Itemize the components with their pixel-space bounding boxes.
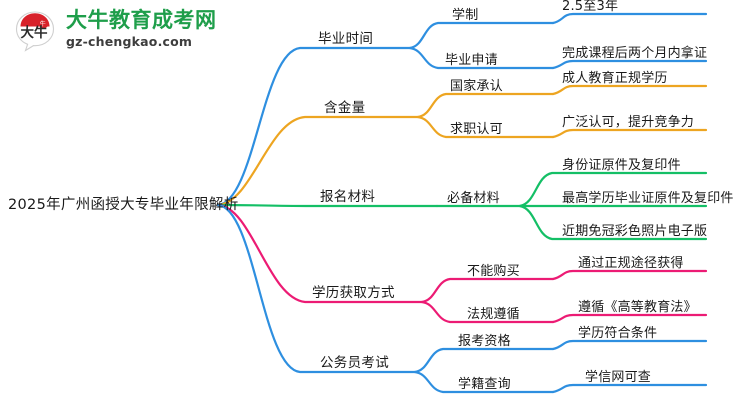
leaf-node-学制-1[interactable]: 2.5至3年 (562, 0, 619, 14)
child-node-学制[interactable]: 学制 (452, 8, 479, 23)
svg-text:牛: 牛 (40, 20, 46, 28)
link-b4-c2-leaf (551, 313, 708, 324)
child-node-学籍查询[interactable]: 学籍查询 (458, 377, 511, 392)
link-b2-c2-leaf (551, 128, 708, 139)
leaf-node-国家承认-1[interactable]: 成人教育正规学历 (562, 71, 668, 86)
link-root-branch-4 (216, 203, 424, 304)
link-root-branch-1 (216, 46, 412, 207)
branch-node-含金量[interactable]: 含金量 (324, 100, 366, 116)
link-b4-c2 (420, 300, 555, 324)
logo-mark-icon: 牛 大牛 (15, 11, 55, 52)
child-node-报考资格[interactable]: 报考资格 (458, 334, 511, 349)
leaf-node-法规遵循-1[interactable]: 遵循《高等教育法》 (578, 300, 697, 315)
link-root-branch-2 (216, 115, 420, 207)
link-b2-c1-leaf (551, 84, 708, 96)
leaf-node-必备材料-1[interactable]: 身份证原件及复印件 (562, 158, 681, 173)
link-b2-c2 (416, 115, 555, 139)
link-b1-c2 (408, 46, 555, 70)
link-b2-c1 (416, 92, 555, 119)
svg-text:大牛: 大牛 (21, 24, 48, 41)
leaf-node-毕业申请-1[interactable]: 完成课程后两个月内拿证 (562, 46, 708, 61)
leaf-node-必备材料-3[interactable]: 近期免冠彩色照片电子版 (562, 224, 708, 239)
link-root-branch-5 (216, 203, 417, 374)
link-b5-c1 (413, 347, 555, 374)
link-b5-c2-leaf (551, 383, 708, 394)
link-root-branch-3 (216, 203, 439, 208)
link-b5-c2 (413, 370, 555, 394)
child-node-毕业申请[interactable]: 毕业申请 (445, 53, 498, 68)
logo-domain: gz-chengkao.com (66, 34, 193, 49)
branch-node-学历获取方式[interactable]: 学历获取方式 (312, 285, 395, 301)
link-b1-c1-leaf (551, 12, 708, 25)
link-b1-c2-leaf (551, 59, 708, 70)
link-b3-leaf-1 (518, 171, 708, 208)
link-b1-c1 (408, 21, 555, 50)
child-node-求职认可[interactable]: 求职认可 (450, 122, 503, 137)
link-b3-leaf-3 (518, 204, 708, 241)
leaf-node-必备材料-2[interactable]: 最高学历毕业证原件及复印件 (562, 191, 734, 206)
leaf-node-报考资格-1[interactable]: 学历符合条件 (578, 326, 658, 341)
child-node-不能购买[interactable]: 不能购买 (467, 264, 520, 279)
branch-node-报名材料[interactable]: 报名材料 (320, 189, 376, 205)
mindmap-root-node[interactable]: 2025年广州函授大专毕业年限解析 (8, 197, 239, 213)
child-node-必备材料[interactable]: 必备材料 (447, 191, 500, 206)
leaf-node-求职认可-1[interactable]: 广泛认可，提升竞争力 (562, 115, 695, 130)
link-b4-c1-leaf (551, 269, 708, 281)
logo-title: 大牛教育成考网 (66, 8, 217, 32)
link-b5-c1-leaf (551, 339, 708, 351)
link-b4-c1 (420, 277, 555, 304)
child-node-国家承认[interactable]: 国家承认 (450, 79, 503, 94)
leaf-node-不能购买-1[interactable]: 通过正规途径获得 (578, 256, 684, 271)
leaf-node-学籍查询-1[interactable]: 学信网可查 (585, 370, 652, 385)
child-node-法规遵循[interactable]: 法规遵循 (467, 307, 520, 322)
branch-node-公务员考试[interactable]: 公务员考试 (320, 355, 389, 371)
branch-node-毕业时间[interactable]: 毕业时间 (318, 31, 374, 47)
site-logo: 牛 大牛 大牛教育成考网 gz-chengkao.com (14, 8, 224, 54)
